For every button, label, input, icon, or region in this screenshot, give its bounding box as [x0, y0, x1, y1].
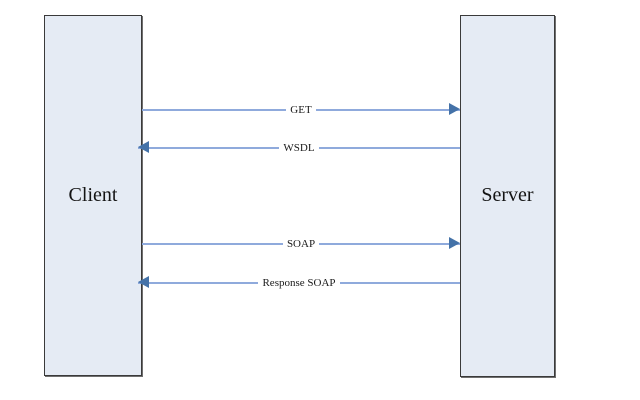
- message-response-soap-text: Response SOAP: [258, 277, 340, 289]
- arrow-head-left-icon: [138, 276, 149, 288]
- arrow-head-left-icon: [138, 141, 149, 153]
- message-wsdl-label: WSDL: [138, 139, 460, 157]
- message-soap-text: SOAP: [282, 238, 320, 250]
- arrow-head-right-icon: [449, 103, 460, 115]
- participant-server-label: Server: [481, 184, 534, 206]
- participant-client-label: Client: [68, 184, 118, 206]
- message-wsdl[interactable]: WSDL: [138, 139, 460, 157]
- message-response-soap-label: Response SOAP: [138, 274, 460, 292]
- message-get[interactable]: GET: [142, 101, 460, 119]
- arrow-head-right-icon: [449, 237, 460, 249]
- participant-client[interactable]: Client: [44, 15, 142, 376]
- message-get-text: GET: [286, 104, 316, 116]
- message-soap[interactable]: SOAP: [142, 235, 460, 253]
- message-response-soap[interactable]: Response SOAP: [138, 274, 460, 292]
- message-get-label: GET: [142, 101, 460, 119]
- participant-server[interactable]: Server: [460, 15, 555, 377]
- message-wsdl-text: WSDL: [279, 142, 319, 154]
- message-soap-label: SOAP: [142, 235, 460, 253]
